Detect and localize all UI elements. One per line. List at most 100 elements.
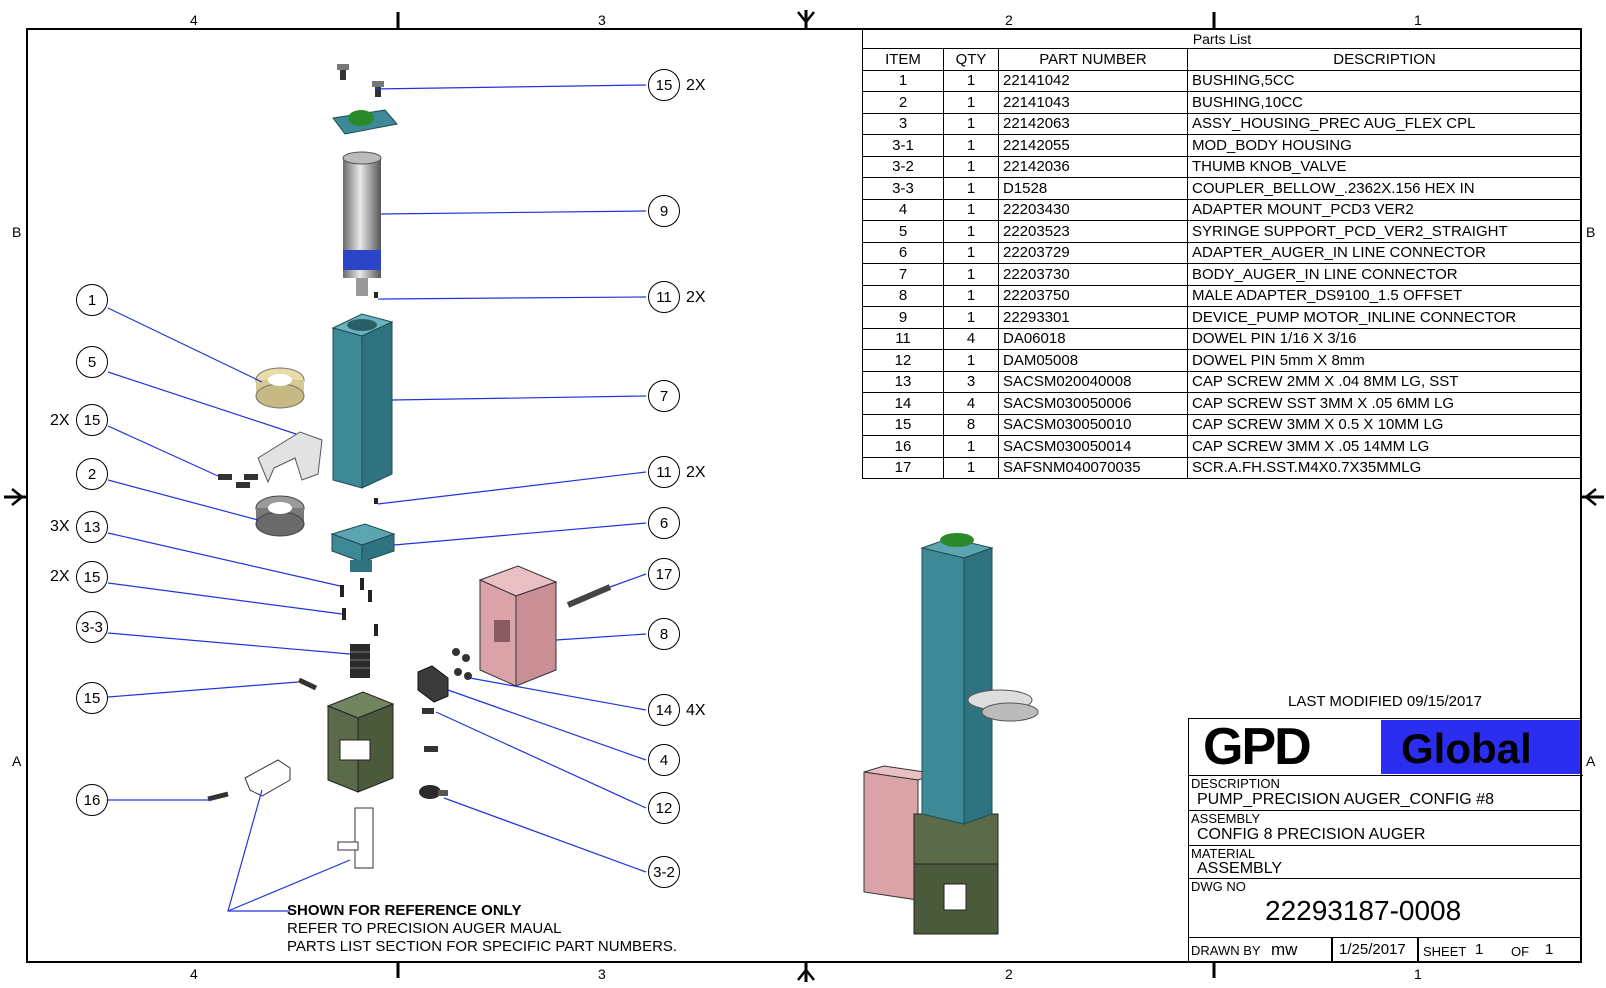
drawn-by-value: mw xyxy=(1271,940,1298,959)
qty-cell: 1 xyxy=(943,112,999,135)
qty-cell: 1 xyxy=(943,284,999,307)
part-number-cell: D1528 xyxy=(998,177,1188,200)
part-number-cell: 22203430 xyxy=(998,198,1188,221)
qty-cell: 1 xyxy=(943,435,999,458)
part-number-cell: 22142055 xyxy=(998,134,1188,157)
zone-top-1: 1 xyxy=(1414,12,1422,28)
item-cell: 3 xyxy=(862,112,944,135)
reference-valve xyxy=(337,807,374,869)
callout-15-mid: 15 xyxy=(76,561,108,593)
parts-list-header: ITEM QTY PART NUMBER DESCRIPTION xyxy=(862,48,1582,71)
part-number-cell: DAM05008 xyxy=(998,349,1188,372)
callout-3-2: 3-2 xyxy=(648,856,680,888)
part-number-cell: SACSM020040008 xyxy=(998,370,1188,393)
logo-left-bg xyxy=(1189,719,1379,774)
callout-6: 6 xyxy=(648,507,680,539)
assembly-value: CONFIG 8 PRECISION AUGER xyxy=(1197,826,1426,843)
part-number-cell: SAFSNM040070035 xyxy=(998,456,1188,479)
callout-15-qty: 2X xyxy=(686,77,706,94)
qty-cell: 1 xyxy=(943,134,999,157)
callout-16: 16 xyxy=(76,784,108,816)
description-cell: MOD_BODY HOUSING xyxy=(1187,134,1582,157)
callout-5: 5 xyxy=(76,346,108,378)
callout-11: 11 xyxy=(648,281,680,313)
callout-3-3: 3-3 xyxy=(76,611,108,643)
description-cell: COUPLER_BELLOW_.2362X.156 HEX IN xyxy=(1187,177,1582,200)
description-cell: ADAPTER MOUNT_PCD3 VER2 xyxy=(1187,198,1582,221)
item-cell: 13 xyxy=(862,370,944,393)
part-number-cell: 22203523 xyxy=(998,220,1188,243)
callout-12: 12 xyxy=(648,792,680,824)
part-3-2-thumb-knob xyxy=(419,785,448,799)
qty-cell: 1 xyxy=(943,91,999,114)
part-12-dowel xyxy=(422,708,434,714)
item-cell: 8 xyxy=(862,284,944,307)
assembled-view xyxy=(863,533,1039,935)
title-block: GPD Global DESCRIPTION PUMP_PRECISION AU… xyxy=(1188,718,1583,963)
material-value: ASSEMBLY xyxy=(1197,860,1283,877)
description-cell: BODY_AUGER_IN LINE CONNECTOR xyxy=(1187,263,1582,286)
qty-cell: 4 xyxy=(943,392,999,415)
part-number-cell: 22142036 xyxy=(998,155,1188,178)
description-cell: DOWEL PIN 1/16 X 3/16 xyxy=(1187,327,1582,350)
zone-bottom-4: 4 xyxy=(190,966,198,982)
note-line-2: REFER TO PRECISION AUGER MAUAL xyxy=(287,920,562,937)
description-cell: BUSHING,5CC xyxy=(1187,69,1582,92)
item-cell: 11 xyxy=(862,327,944,350)
part-11-pin-top xyxy=(374,292,378,298)
of-label: OF xyxy=(1511,944,1530,959)
callout-13-qty: 3X xyxy=(50,518,70,535)
item-cell: 2 xyxy=(862,91,944,114)
part-4-adapter-mount xyxy=(417,665,449,703)
last-modified: LAST MODIFIED 09/15/2017 xyxy=(1288,693,1482,710)
description-cell: MALE ADAPTER_DS9100_1.5 OFFSET xyxy=(1187,284,1582,307)
description-cell: BUSHING,10CC xyxy=(1187,91,1582,114)
assembly-label: ASSEMBLY xyxy=(1191,811,1261,826)
part-number-cell: DA06018 xyxy=(998,327,1188,350)
qty-cell: 1 xyxy=(943,241,999,264)
zone-top-4: 4 xyxy=(190,12,198,28)
material-row: MATERIAL ASSEMBLY xyxy=(1189,846,1581,879)
header-item: ITEM xyxy=(862,48,944,71)
description-cell: CAP SCREW 2MM X .04 8MM LG, SST xyxy=(1187,370,1582,393)
qty-cell: 1 xyxy=(943,155,999,178)
note-line-3: PARTS LIST SECTION FOR SPECIFIC PART NUM… xyxy=(287,938,678,955)
description-cell: DEVICE_PUMP MOTOR_INLINE CONNECTOR xyxy=(1187,306,1582,329)
part-number-cell: 22293301 xyxy=(998,306,1188,329)
center-arrows xyxy=(11,11,1597,981)
item-cell: 5 xyxy=(862,220,944,243)
header-part-number: PART NUMBER xyxy=(998,48,1188,71)
note-line-1: SHOWN FOR REFERENCE ONLY xyxy=(287,902,522,919)
item-cell: 9 xyxy=(862,306,944,329)
material-label: MATERIAL xyxy=(1191,846,1256,861)
part-number-cell: 22141043 xyxy=(998,91,1188,114)
zone-right-B: B xyxy=(1586,224,1596,240)
zone-top-2: 2 xyxy=(1005,12,1013,28)
part-11-pin-bottom xyxy=(374,498,378,504)
qty-cell: 1 xyxy=(943,69,999,92)
part-number-cell: SACSM030050006 xyxy=(998,392,1188,415)
dwg-label: DWG NO xyxy=(1191,879,1246,894)
item-cell: 12 xyxy=(862,349,944,372)
item-cell: 17 xyxy=(862,456,944,479)
description-value: PUMP_PRECISION AUGER_CONFIG #8 xyxy=(1197,791,1494,808)
drawn-by-label: DRAWN BY xyxy=(1191,943,1261,958)
item-cell: 4 xyxy=(862,198,944,221)
part-14-screws xyxy=(452,648,472,680)
callout-2: 2 xyxy=(76,458,108,490)
